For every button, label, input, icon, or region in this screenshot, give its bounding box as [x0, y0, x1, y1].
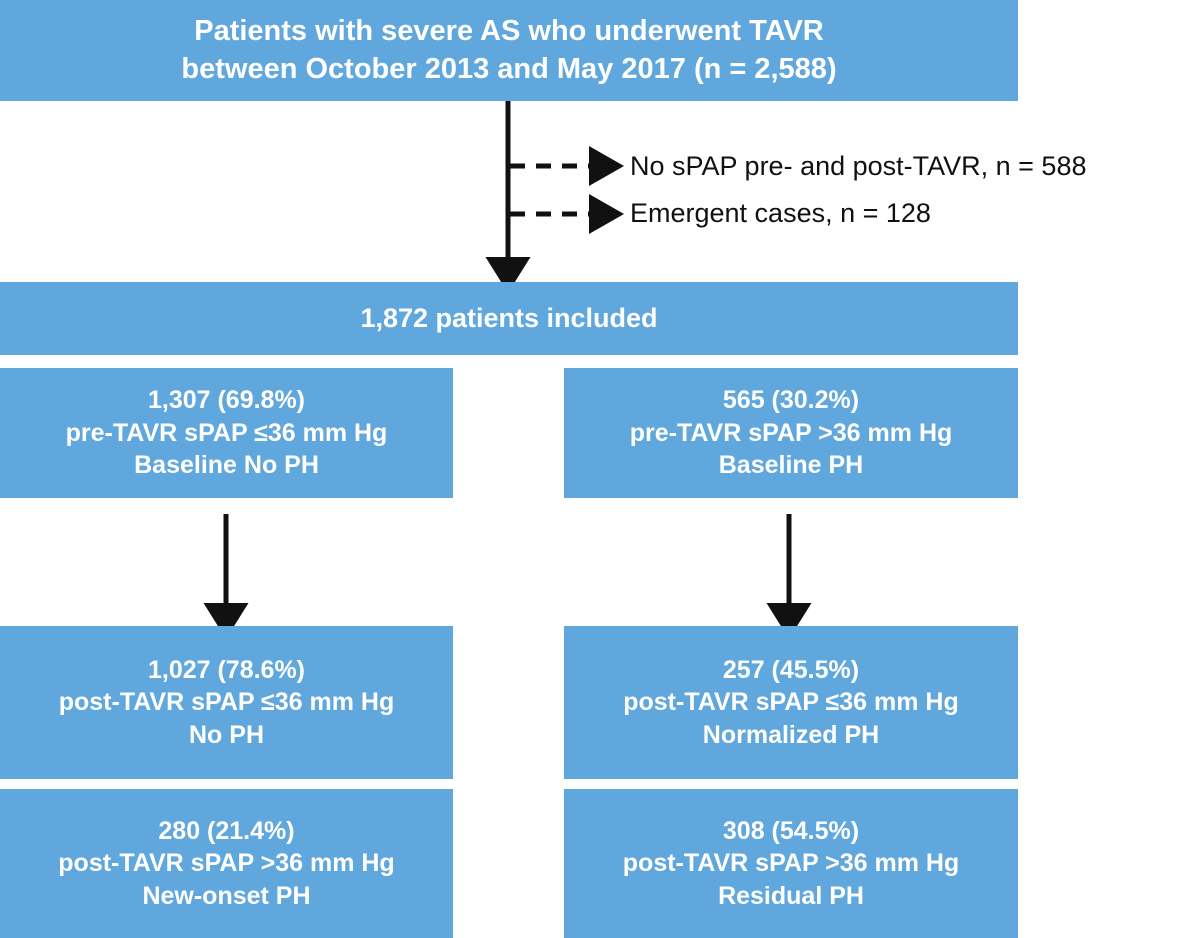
node-baseline-ph: 565 (30.2%) pre-TAVR sPAP >36 mm Hg Base…: [564, 368, 1018, 498]
node-post-residual-ph-label: Residual PH: [718, 881, 864, 910]
node-patients-included-line-1: 1,872 patients included: [360, 302, 658, 333]
node-post-new-onset-ph-label: New-onset PH: [142, 881, 311, 910]
node-cohort-screened-line-2: between October 2013 and May 2017 (n = 2…: [181, 52, 837, 85]
node-baseline-no-ph-criterion: pre-TAVR sPAP ≤36 mm Hg: [65, 418, 388, 447]
node-post-new-onset-ph: 280 (21.4%) post-TAVR sPAP >36 mm Hg New…: [0, 789, 453, 938]
node-baseline-no-ph-count: 1,307 (69.8%): [147, 386, 306, 415]
node-baseline-no-ph: 1,307 (69.8%) pre-TAVR sPAP ≤36 mm Hg Ba…: [0, 368, 453, 498]
node-post-no-ph: 1,027 (78.6%) post-TAVR sPAP ≤36 mm Hg N…: [0, 626, 453, 779]
node-baseline-ph-count: 565 (30.2%): [722, 386, 860, 415]
node-post-no-ph-label: No PH: [189, 720, 264, 749]
node-post-normalized-ph: 257 (45.5%) post-TAVR sPAP ≤36 mm Hg Nor…: [564, 626, 1018, 779]
node-baseline-ph-label: Baseline PH: [718, 451, 864, 480]
exclusion-label-no-spap: No sPAP pre- and post-TAVR, n = 588: [630, 151, 1087, 181]
node-cohort-screened-line-1: Patients with severe AS who underwent TA…: [194, 14, 824, 47]
node-cohort-screened: Patients with severe AS who underwent TA…: [0, 0, 1018, 101]
node-post-normalized-ph-count: 257 (45.5%): [722, 655, 860, 684]
node-post-no-ph-criterion: post-TAVR sPAP ≤36 mm Hg: [58, 688, 395, 717]
node-post-normalized-ph-label: Normalized PH: [702, 720, 880, 749]
exclusion-label-emergent-cases: Emergent cases, n = 128: [630, 198, 931, 228]
node-baseline-no-ph-label: Baseline No PH: [134, 451, 319, 480]
node-patients-included: 1,872 patients included: [0, 282, 1018, 355]
node-post-residual-ph-criterion: post-TAVR sPAP >36 mm Hg: [622, 849, 960, 878]
node-post-new-onset-ph-count: 280 (21.4%): [158, 816, 295, 845]
node-baseline-ph-criterion: pre-TAVR sPAP >36 mm Hg: [629, 418, 953, 447]
node-post-normalized-ph-criterion: post-TAVR sPAP ≤36 mm Hg: [623, 688, 959, 717]
node-post-residual-ph-count: 308 (54.5%): [722, 816, 860, 845]
node-post-residual-ph: 308 (54.5%) post-TAVR sPAP >36 mm Hg Res…: [564, 789, 1018, 938]
node-post-no-ph-count: 1,027 (78.6%): [147, 655, 306, 684]
node-post-new-onset-ph-criterion: post-TAVR sPAP >36 mm Hg: [58, 849, 395, 878]
